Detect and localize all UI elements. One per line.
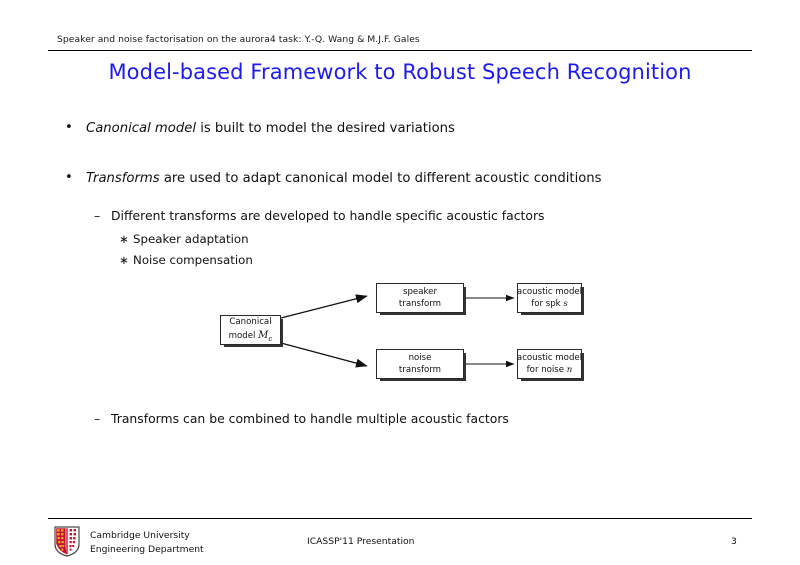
bullet-marker-dash: – (94, 207, 101, 223)
footer-organisation: Cambridge University Engineering Departm… (90, 529, 204, 557)
bullet-noise-compensation-label: Noise compensation (133, 253, 253, 267)
bullet-noise-compensation: ∗ Noise compensation (119, 253, 253, 267)
cambridge-crest-icon (54, 526, 80, 557)
bullet-speaker-adaptation-label: Speaker adaptation (133, 232, 249, 246)
acoustic-spk-line-2-text: for spk (531, 299, 564, 309)
footer-org-line-1: Cambridge University (90, 530, 190, 541)
footer-event-label: ICASSP'11 Presentation (307, 536, 415, 547)
bullet-transforms-combined-label: Transforms can be combined to handle mul… (111, 411, 509, 426)
bullet-different-transforms: –Different transforms are developed to h… (94, 208, 545, 224)
diagram-box-acoustic-model-noise: acoustic model for noise n (517, 349, 582, 379)
bullet-transforms: • Transforms are used to adapt canonical … (65, 171, 602, 186)
canonical-symbol-subscript: c (268, 334, 273, 343)
bullet-marker-asterisk: ∗ (119, 232, 129, 246)
bullet-transforms-emphasis: Transforms (86, 171, 160, 186)
page-title: Model-based Framework to Robust Speech R… (108, 60, 692, 84)
acoustic-spk-line-1: acoustic model (516, 286, 583, 297)
diagram-box-noise-transform: noise transform (376, 349, 464, 379)
header-divider (48, 50, 752, 51)
canonical-symbol-letter: M (258, 329, 269, 341)
footer-divider (48, 518, 752, 520)
canonical-line-2-text: model (228, 330, 256, 341)
bullet-canonical-rest: is built to model the desired variations (196, 121, 455, 136)
noise-transform-line-2: transform (398, 365, 442, 375)
noise-transform-line-1: noise (408, 352, 432, 363)
speaker-transform-line-1: speaker (403, 286, 437, 297)
bullet-marker-asterisk: ∗ (119, 253, 129, 267)
diagram-box-acoustic-model-speaker: acoustic model for spk s (517, 283, 582, 313)
bullet-marker-dot: • (65, 120, 73, 135)
footer-page-number: 3 (731, 536, 737, 547)
acoustic-noise-variable: n (566, 365, 573, 375)
bullet-transforms-combined: –Transforms can be combined to handle mu… (94, 411, 509, 427)
acoustic-noise-line-2: for noise n (527, 364, 573, 376)
bullet-transforms-rest: are used to adapt canonical model to dif… (159, 171, 602, 186)
diagram-box-canonical-model: Canonical model Mc (220, 315, 281, 345)
bullet-canonical-model: • Canonical model is built to model the d… (65, 121, 455, 136)
acoustic-noise-line-1: acoustic model (516, 352, 583, 363)
canonical-line-2: model Mc (229, 329, 273, 344)
acoustic-spk-variable: s (563, 299, 568, 309)
slide-header-text: Speaker and noise factorisation on the a… (57, 34, 420, 45)
footer-org-line-2: Engineering Department (90, 543, 204, 555)
diagram-box-speaker-transform: speaker transform (376, 283, 464, 313)
bullet-different-transforms-label: Different transforms are developed to ha… (111, 208, 545, 223)
canonical-line-1: Canonical (229, 317, 272, 328)
bullet-speaker-adaptation: ∗ Speaker adaptation (119, 232, 249, 246)
acoustic-noise-line-2-text: for noise (526, 365, 567, 375)
bullet-marker-dot: • (65, 170, 73, 185)
acoustic-spk-line-2: for spk s (531, 298, 568, 310)
bullet-marker-dash: – (94, 410, 101, 426)
canonical-symbol: Mc (258, 329, 273, 343)
bullet-canonical-emphasis: Canonical model (86, 121, 196, 136)
speaker-transform-line-2: transform (398, 299, 442, 309)
